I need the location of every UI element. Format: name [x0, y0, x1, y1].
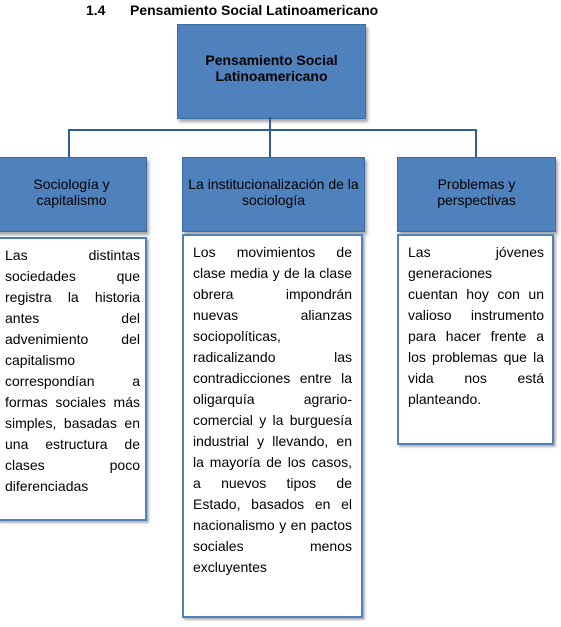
connector-root-down	[269, 117, 271, 130]
connector-horizontal	[68, 129, 477, 131]
connector-branch-1	[68, 129, 70, 157]
branch-text-card-institucionalizacion: Los movimientos de clase media y de la c…	[182, 234, 363, 618]
branch-text-card-problemas: Las jóvenes generaciones cuentan hoy con…	[397, 234, 554, 445]
branch-node-problemas: Problemas y perspectivas	[397, 157, 556, 232]
root-node-label: Pensamiento Social Latinoamericano	[205, 51, 338, 84]
branch-text: Las jóvenes generaciones cuentan hoy con…	[408, 244, 544, 407]
connector-branch-2	[269, 129, 271, 157]
section-title: Pensamiento Social Latinoamericano	[130, 2, 379, 18]
branch-node-label: Problemas y perspectivas	[437, 175, 516, 208]
connector-branch-3	[475, 129, 477, 157]
branch-node-label: Sociología y capitalismo	[33, 175, 110, 208]
branch-text: Los movimientos de clase media y de la c…	[193, 244, 352, 575]
root-node: Pensamiento Social Latinoamericano	[177, 24, 366, 119]
branch-node-sociologia: Sociología y capitalismo	[0, 157, 147, 232]
section-heading: 1.4 Pensamiento Social Latinoamericano	[86, 2, 378, 18]
branch-text: Las distintas sociedades que registra la…	[5, 247, 140, 494]
branch-node-institucionalizacion: La institucionalización de la sociología	[182, 157, 365, 232]
section-number: 1.4	[86, 2, 106, 18]
branch-node-label: La institucionalización de la sociología	[188, 175, 359, 208]
branch-text-card-sociologia: Las distintas sociedades que registra la…	[0, 237, 147, 521]
